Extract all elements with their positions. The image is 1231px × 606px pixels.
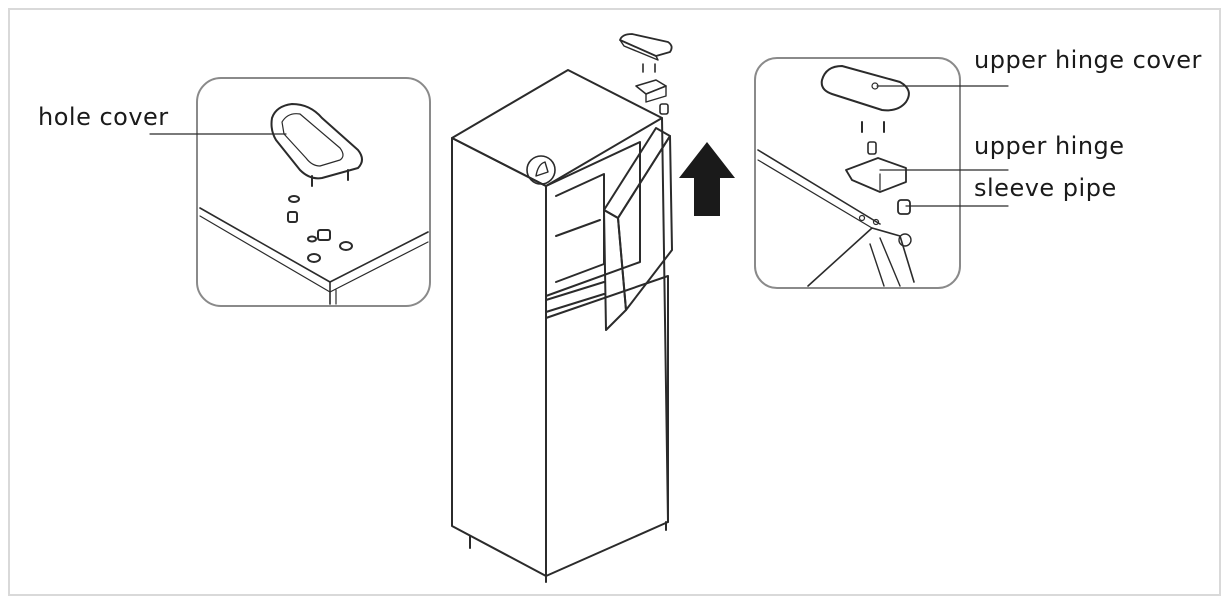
label-upper-hinge: upper hinge (974, 132, 1125, 160)
upper-hinge-part (845, 157, 907, 193)
hole-cover-part (270, 103, 363, 180)
refrigerator-body (451, 69, 673, 583)
upper-hinge-inset (754, 57, 961, 289)
hole-cover-location-marker (526, 155, 556, 185)
diagram-frame (8, 8, 1221, 596)
label-sleeve-pipe: sleeve pipe (974, 174, 1117, 202)
sleeve-pipe-part (897, 199, 911, 215)
arrow-up-icon (679, 142, 735, 216)
hole-cover-inset (196, 77, 431, 307)
label-upper-hinge-cover: upper hinge cover (974, 46, 1202, 74)
upper-hinge-cover-part (820, 65, 910, 112)
label-hole-cover: hole cover (38, 103, 169, 131)
exploded-upper-hinge-parts (619, 33, 673, 115)
